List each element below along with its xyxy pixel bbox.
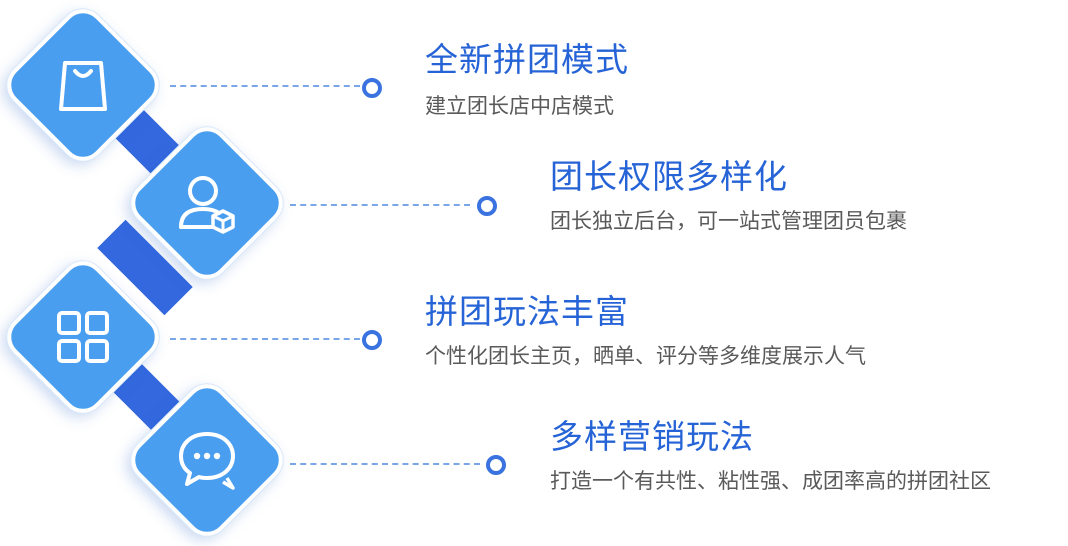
feature-description-2: 团长独立后台，可一站式管理团员包裹 [550, 209, 907, 233]
feature-tile-4 [122, 375, 292, 545]
shopping-bag-icon [59, 61, 107, 111]
feature-title-2: 团长权限多样化 [550, 157, 788, 196]
feature-title-1: 全新拼团模式 [425, 40, 629, 79]
dashed-line-4 [290, 463, 480, 465]
dashed-line-3 [170, 338, 360, 340]
chat-bubbles-icon [179, 432, 235, 490]
feature-description-1: 建立团长店中店模式 [425, 94, 614, 118]
feature-tile-1 [0, 0, 168, 170]
feature-tile-3 [0, 252, 168, 422]
marker-dot-2 [477, 196, 497, 216]
feature-title-4: 多样营销玩法 [550, 417, 754, 456]
feature-description-4: 打造一个有共性、粘性强、成团率高的拼团社区 [550, 469, 991, 493]
marker-dot-4 [486, 455, 506, 475]
feature-description-3: 个性化团长主页，晒单、评分等多维度展示人气 [425, 344, 866, 368]
feature-tile-2 [122, 118, 292, 288]
marker-dot-1 [362, 78, 382, 98]
user-package-icon [179, 176, 235, 234]
feature-title-3: 拼团玩法丰富 [425, 292, 629, 331]
app-grid-icon [57, 311, 109, 363]
dashed-line-1 [170, 85, 360, 87]
marker-dot-3 [362, 330, 382, 350]
dashed-line-2 [290, 204, 470, 206]
